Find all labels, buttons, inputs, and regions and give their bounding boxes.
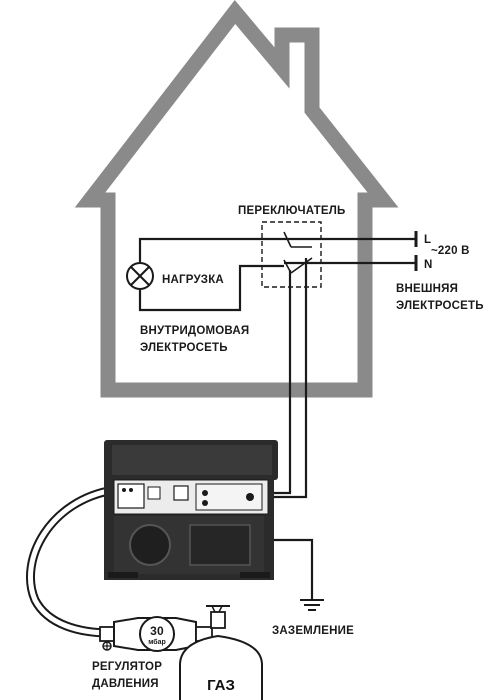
switch-box: [261, 221, 322, 288]
ground-icon: [300, 599, 324, 611]
grounding-label: ЗАЗЕМЛЕНИЕ: [272, 625, 354, 637]
phase-label: L: [424, 234, 431, 246]
gas-cylinder-icon: [179, 605, 263, 700]
switch-label: ПЕРЕКЛЮЧАТЕЛЬ: [238, 205, 346, 217]
neutral-label: N: [424, 259, 433, 271]
regulator-value: 30: [150, 624, 164, 638]
external-network-label-2: ЭЛЕКТРОСЕТЬ: [396, 300, 484, 312]
lamp-load-icon: [126, 262, 154, 290]
gas-label: ГАЗ: [207, 677, 235, 694]
external-network-label-1: ВНЕШНЯЯ: [396, 283, 458, 295]
regulator-label-1: РЕГУЛЯТОР: [92, 661, 162, 673]
external-wires: [284, 231, 418, 271]
regulator-unit: мбар: [148, 638, 166, 646]
indoor-wires: [138, 237, 284, 312]
indoor-network-label-1: ВНУТРИДОМОВАЯ: [140, 325, 249, 337]
voltage-label: ~220 В: [431, 245, 470, 257]
indoor-network-label-2: ЭЛЕКТРОСЕТЬ: [140, 342, 228, 354]
house-outline: [74, 0, 399, 398]
load-label: НАГРУЗКА: [162, 274, 224, 286]
regulator-label-2: ДАВЛЕНИЯ: [92, 678, 159, 690]
generator-icon: [104, 440, 278, 580]
